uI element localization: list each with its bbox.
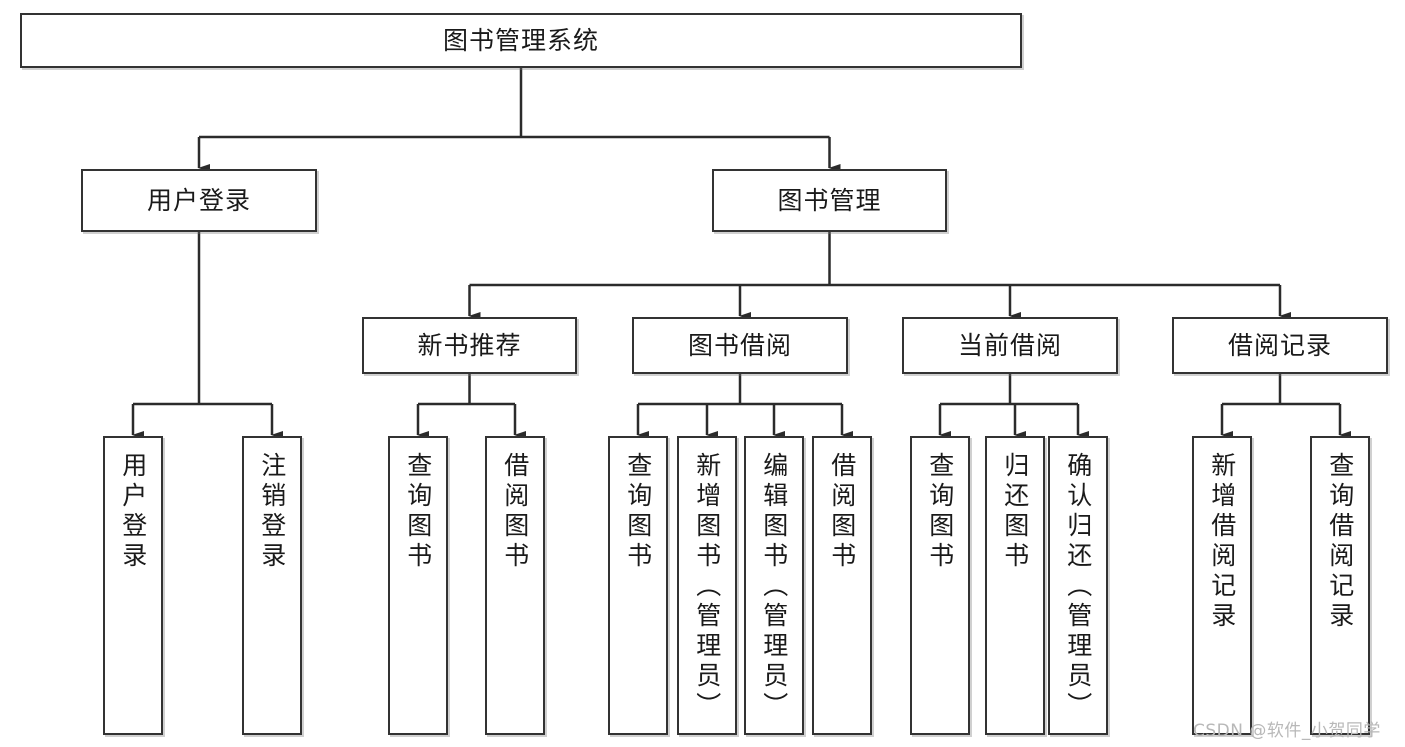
node-label: 用户登录 [146, 185, 251, 215]
leaf-node-leaf-query-book-3[interactable]: 查询图书 [910, 436, 970, 735]
node-label: 借阅图书 [827, 452, 857, 572]
leaf-node-leaf-user-login[interactable]: 用户登录 [103, 436, 163, 735]
node-label: 查询图书 [925, 452, 955, 572]
root-node-root[interactable]: 图书管理系统 [20, 13, 1022, 68]
leaf-node-leaf-add-book[interactable]: 新增图书（管理员） [677, 436, 737, 735]
node-label: 当前借阅 [957, 330, 1062, 360]
node-label: 归还图书 [1000, 452, 1030, 572]
node-label: 确认归还（管理员） [1063, 452, 1093, 722]
node-label: 新增图书（管理员） [692, 452, 722, 722]
csdn-watermark: CSDN @软件_小贺同学 [1193, 721, 1381, 741]
leaf-node-leaf-user-logout[interactable]: 注销登录 [242, 436, 302, 735]
node-label: 查询图书 [623, 452, 653, 572]
leaf-node-leaf-return-book[interactable]: 归还图书 [985, 436, 1045, 735]
node-label: 借阅记录 [1227, 330, 1332, 360]
node-label: 用户登录 [118, 452, 148, 572]
level2-node-book-manage[interactable]: 图书管理 [712, 169, 947, 232]
node-label: 查询图书 [403, 452, 433, 572]
level3-node-borrow-record[interactable]: 借阅记录 [1172, 317, 1388, 374]
leaf-node-leaf-edit-book[interactable]: 编辑图书（管理员） [744, 436, 804, 735]
leaf-node-leaf-borrow-book-1[interactable]: 借阅图书 [485, 436, 545, 735]
node-label: 注销登录 [257, 452, 287, 572]
node-label: 借阅图书 [500, 452, 530, 572]
level3-node-new-book-recommend[interactable]: 新书推荐 [362, 317, 577, 374]
leaf-node-leaf-borrow-book-2[interactable]: 借阅图书 [812, 436, 872, 735]
level3-node-current-borrow[interactable]: 当前借阅 [902, 317, 1118, 374]
leaf-node-leaf-query-book-1[interactable]: 查询图书 [388, 436, 448, 735]
node-label: 图书借阅 [687, 330, 792, 360]
leaf-node-leaf-query-record[interactable]: 查询借阅记录 [1310, 436, 1370, 735]
node-label: 编辑图书（管理员） [759, 452, 789, 722]
level3-node-book-borrow[interactable]: 图书借阅 [632, 317, 848, 374]
node-label: 新书推荐 [417, 330, 522, 360]
leaf-node-leaf-confirm-return[interactable]: 确认归还（管理员） [1048, 436, 1108, 735]
level2-node-user-login[interactable]: 用户登录 [81, 169, 317, 232]
leaf-node-leaf-add-record[interactable]: 新增借阅记录 [1192, 436, 1252, 735]
node-label: 查询借阅记录 [1325, 452, 1355, 632]
node-label: 新增借阅记录 [1207, 452, 1237, 632]
node-label: 图书管理 [777, 185, 882, 215]
node-label: 图书管理系统 [442, 25, 599, 55]
leaf-node-leaf-query-book-2[interactable]: 查询图书 [608, 436, 668, 735]
